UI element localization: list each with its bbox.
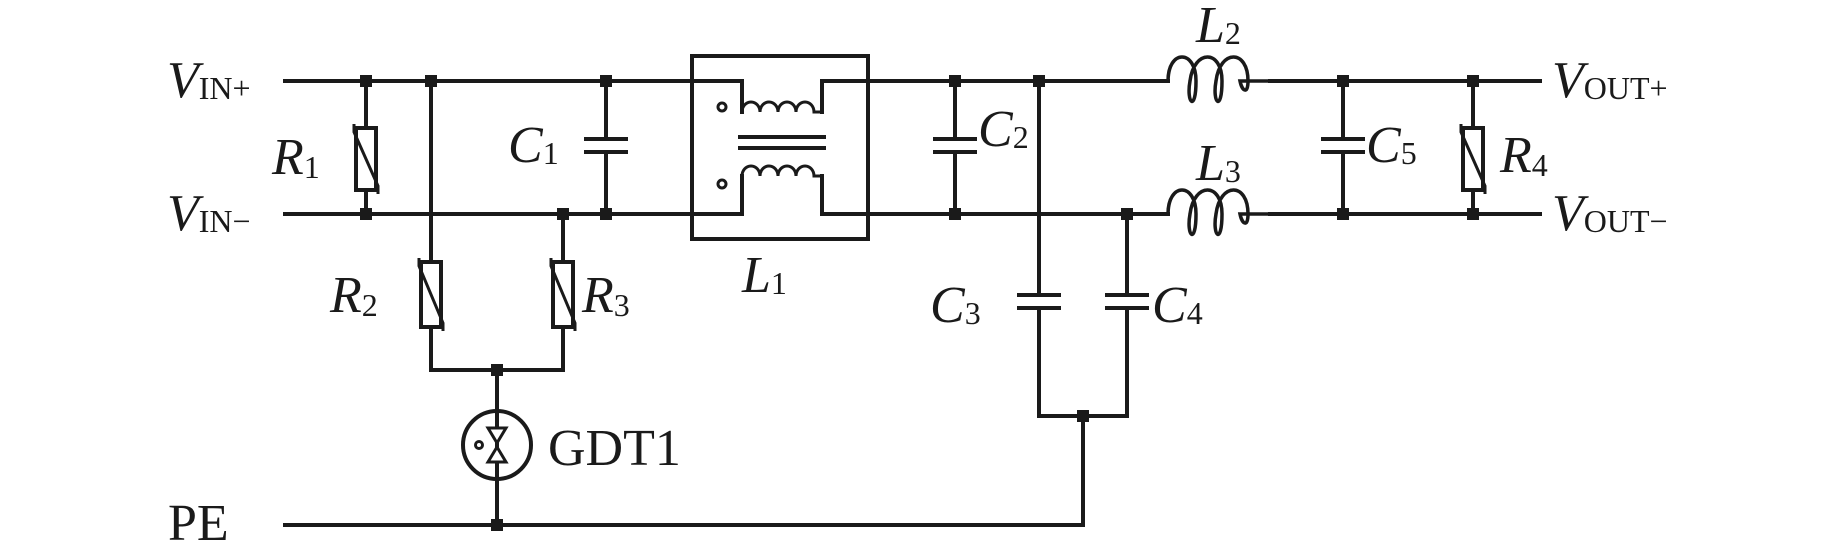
label-r3: R3 xyxy=(581,267,630,324)
label-l2: L2 xyxy=(1195,0,1241,54)
common-mode-choke-l1 xyxy=(686,54,870,241)
capacitor-c1 xyxy=(584,79,628,216)
label-gdt1: GDT1 xyxy=(548,420,681,477)
label-r1: R1 xyxy=(271,129,320,186)
label-vout-plus: VOUT+ xyxy=(1552,52,1668,109)
label-l1: L1 xyxy=(741,247,787,304)
label-l3: L3 xyxy=(1195,135,1241,192)
label-c3: C3 xyxy=(930,277,981,334)
capacitor-c3 xyxy=(1017,293,1061,418)
inductor-l3 xyxy=(1166,188,1272,237)
label-vin-minus: VIN− xyxy=(167,185,251,242)
label-c5: C5 xyxy=(1366,117,1417,174)
label-c4: C4 xyxy=(1152,277,1203,334)
varistor-r3 xyxy=(549,258,577,372)
label-pe: PE xyxy=(168,495,229,540)
capacitor-c2 xyxy=(933,79,977,216)
varistor-r4 xyxy=(1459,79,1487,216)
junction-dots xyxy=(360,75,1479,531)
label-r2: R2 xyxy=(329,267,378,324)
inductor-l2 xyxy=(1166,55,1272,104)
capacitor-c5 xyxy=(1321,79,1365,216)
varistor-r2 xyxy=(417,258,445,372)
varistor-r1 xyxy=(352,79,380,216)
label-c1: C1 xyxy=(508,117,559,174)
gas-discharge-tube xyxy=(461,409,533,527)
label-vin-plus: VIN+ xyxy=(167,52,251,109)
label-c2: C2 xyxy=(978,101,1029,158)
label-vout-minus: VOUT− xyxy=(1552,185,1668,242)
capacitor-c4 xyxy=(1105,293,1149,418)
label-r4: R4 xyxy=(1499,127,1548,184)
